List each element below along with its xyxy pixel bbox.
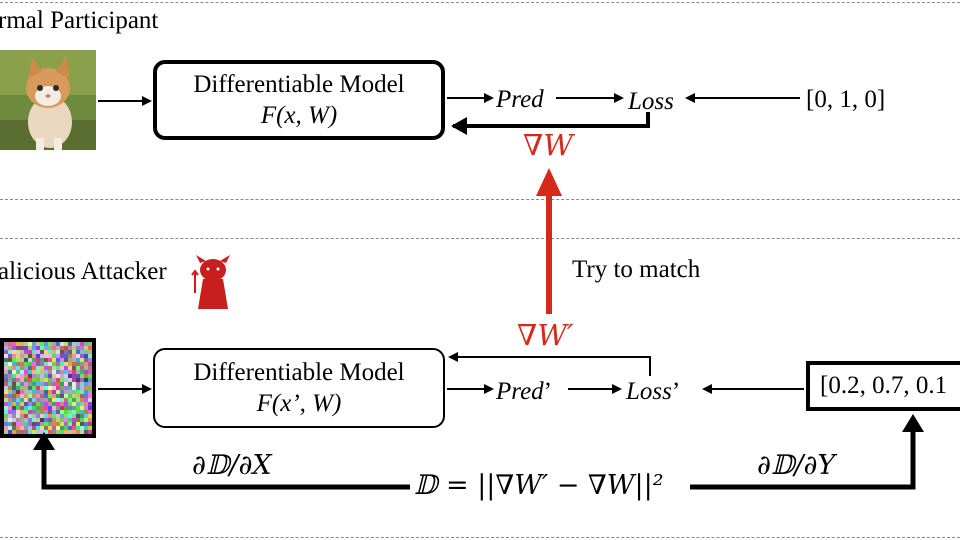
bottom-loss-prime: ’ xyxy=(671,378,681,405)
kitten-image xyxy=(0,50,96,150)
malicious-attacker-title: alicious Attacker xyxy=(0,258,167,285)
dy-gradient-label: ∂𝔻/∂Y xyxy=(757,450,836,481)
arrow-loss-back-to-model-bottom xyxy=(448,352,651,376)
try-to-match-text: Try to match xyxy=(572,256,701,283)
top-differentiable-model-box: Differentiable Model F(x, W) xyxy=(153,60,445,140)
separator-bottom xyxy=(0,537,960,538)
bottom-model-name: Differentiable Model xyxy=(193,358,405,386)
top-pred-label: Pred xyxy=(496,86,544,113)
top-loss-label: Loss xyxy=(628,88,674,115)
bottom-loss-label: Loss’ xyxy=(626,378,680,406)
top-gradient-label: ∇W xyxy=(523,128,574,162)
bottom-differentiable-model-box: Differentiable Model F(x’, W) xyxy=(153,348,445,428)
bottom-gradient-label: ∇W′ xyxy=(517,318,574,352)
top-model-name: Differentiable Model xyxy=(193,70,405,98)
arrow-loss-back-to-model xyxy=(451,112,650,135)
bottom-pred-prime: ’ xyxy=(543,378,552,405)
match-arrow-head xyxy=(536,168,562,196)
noise-image xyxy=(0,338,96,438)
top-label-vector: [0, 1, 0] xyxy=(806,86,886,113)
normal-participant-title: rmal Participant xyxy=(0,7,159,34)
arrow-dy-head xyxy=(902,414,924,432)
top-model-function: F(x, W) xyxy=(260,102,338,129)
bottom-pred-text: Pred xyxy=(496,378,544,405)
bottom-label-vector: [0.2, 0.7, 0.1 xyxy=(820,372,948,399)
bottom-pred-label: Pred’ xyxy=(496,378,552,406)
separator-middle-2 xyxy=(0,238,960,239)
dx-gradient-label: ∂𝔻/∂X xyxy=(192,450,272,481)
bottom-label-vector-box: [0.2, 0.7, 0.1 xyxy=(806,361,960,411)
bottom-loss-text: Loss xyxy=(626,378,672,405)
distance-formula: 𝔻 = ||∇W′ − ∇W||² xyxy=(410,470,668,501)
separator-middle-1 xyxy=(0,199,960,200)
bottom-model-function: F(x’, W) xyxy=(256,390,342,417)
devil-icon xyxy=(191,255,230,309)
separator-top xyxy=(0,2,960,3)
